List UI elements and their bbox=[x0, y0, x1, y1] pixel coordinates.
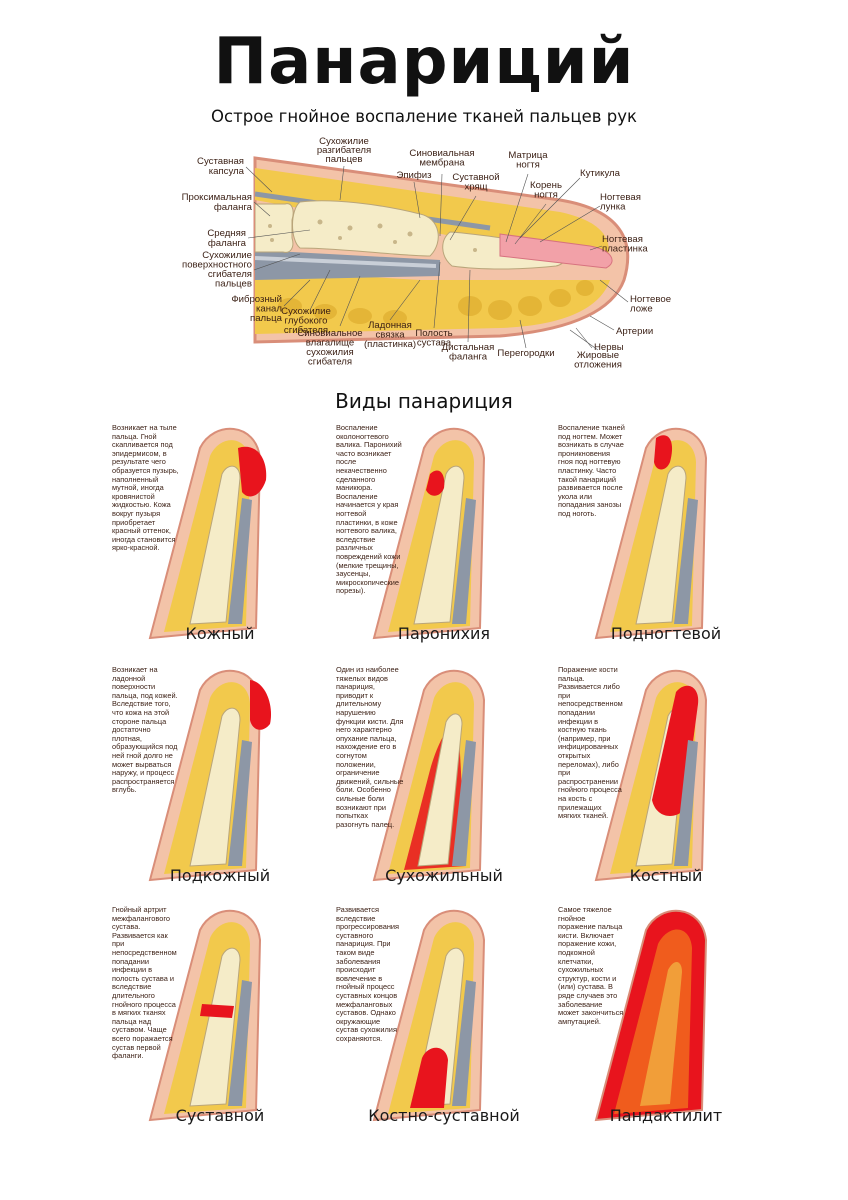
page-subtitle: Острое гнойное воспаление тканей пальцев… bbox=[211, 107, 637, 126]
finger-illustration bbox=[594, 427, 708, 640]
finger-illustration bbox=[372, 427, 486, 640]
type-description: Воспаление околоногтевого валика. Парони… bbox=[336, 423, 402, 596]
svg-text:Эпифиз: Эпифиз bbox=[396, 170, 432, 181]
types-section-title: Виды панариция bbox=[335, 389, 513, 413]
type-description: Один из наиболее тяжелых видов панариция… bbox=[336, 665, 404, 829]
pus-area bbox=[426, 470, 445, 496]
type-name: Подногтевой bbox=[610, 624, 722, 643]
finger-illustration bbox=[148, 427, 267, 640]
pus-area bbox=[654, 435, 673, 470]
svg-text:Перегородки: Перегородки bbox=[497, 348, 554, 359]
svg-text:Кутикула: Кутикула bbox=[580, 168, 621, 179]
pus-area bbox=[238, 446, 267, 497]
type-description: Поражение кости пальца. Развивается либо… bbox=[558, 665, 623, 821]
finger-illustration bbox=[148, 669, 272, 882]
type-card-osteoarticular: Развивается вследствие прогрессирования … bbox=[334, 900, 554, 1136]
page-title: Панариций bbox=[213, 25, 635, 99]
finger-illustration bbox=[594, 909, 708, 1122]
type-name: Костно-суставной bbox=[368, 1106, 520, 1125]
pus-area bbox=[200, 1004, 234, 1018]
flexor-tendon bbox=[255, 250, 440, 280]
finger-illustration bbox=[372, 909, 486, 1122]
finger-illustration bbox=[148, 909, 262, 1122]
type-card-tendinous: Один из наиболее тяжелых видов панариция… bbox=[334, 660, 554, 896]
type-card-pandactylitis: Самое тяжелое гнойное поражение пальца к… bbox=[556, 900, 776, 1136]
svg-text:Нервы: Нервы bbox=[594, 342, 624, 353]
nail-plate bbox=[499, 233, 613, 269]
type-card-osseous: Поражение кости пальца. Развивается либо… bbox=[556, 660, 776, 896]
finger-illustration bbox=[594, 669, 708, 882]
type-name: Костный bbox=[629, 866, 703, 885]
type-description: Воспаление тканей под ногтем. Может возн… bbox=[558, 423, 625, 518]
pus-area bbox=[250, 680, 272, 730]
type-card-articular: Гнойный артрит межфалангового сустава. Р… bbox=[110, 900, 330, 1136]
type-description: Самое тяжелое гнойное поражение пальца к… bbox=[558, 905, 624, 1026]
type-description: Гнойный артрит межфалангового сустава. Р… bbox=[112, 905, 177, 1061]
middle-phalanx bbox=[292, 200, 439, 257]
pus-area bbox=[410, 1047, 448, 1108]
type-name: Паронихия bbox=[397, 624, 491, 643]
type-name: Суставной bbox=[175, 1106, 265, 1125]
type-name: Подкожный bbox=[169, 866, 271, 885]
fat-palmar bbox=[255, 270, 610, 334]
type-card-paronychia: Воспаление околоногтевого валика. Парони… bbox=[334, 418, 554, 654]
finger-illustration bbox=[372, 669, 486, 882]
type-card-subungual: Воспаление тканей под ногтем. Может возн… bbox=[556, 418, 776, 654]
type-description: Возникает на ладонной поверхности пальца… bbox=[112, 665, 178, 795]
type-name: Пандактилит bbox=[609, 1106, 723, 1125]
svg-text:Артерии: Артерии bbox=[616, 326, 653, 337]
proximal-phalanx bbox=[255, 203, 294, 253]
type-card-cutaneous: Возникает на тыле пальца. Гной скапливае… bbox=[110, 418, 330, 654]
type-name: Сухожильный bbox=[385, 866, 503, 885]
type-description: Развивается вследствие прогрессирования … bbox=[336, 905, 400, 1043]
type-card-subcutaneous: Возникает на ладонной поверхности пальца… bbox=[110, 660, 330, 896]
type-name: Кожный bbox=[185, 624, 255, 643]
type-description: Возникает на тыле пальца. Гной скапливае… bbox=[112, 423, 179, 553]
